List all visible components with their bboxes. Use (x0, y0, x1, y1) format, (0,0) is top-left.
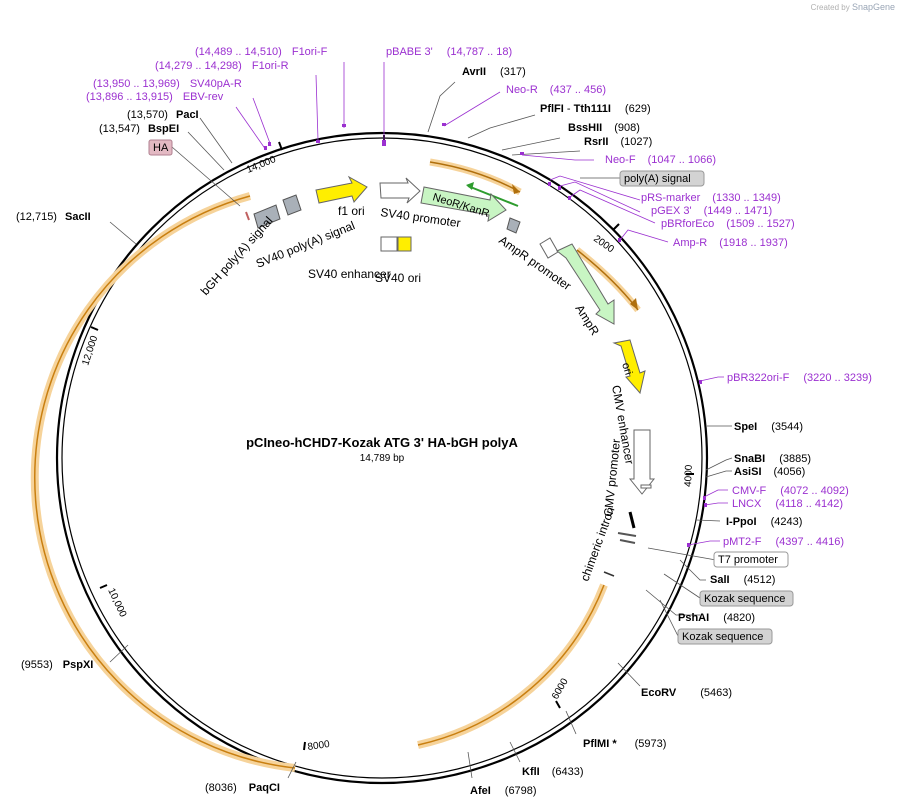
primer-cmv-f: CMV-F(4072 .. 4092) (732, 485, 849, 497)
kozak-label-2: Kozak sequence (682, 631, 763, 643)
neor-kanr-shape (420, 186, 507, 222)
intron-marker-1 (617, 532, 637, 537)
amp-arc-head (630, 298, 638, 310)
label-chimeric-intron: chimeric intron (578, 505, 618, 583)
enzyme-rsrii: RsrII(1027) (584, 136, 652, 148)
enzyme-paqci: (8036)PaqCI (205, 782, 280, 794)
enzyme-bspei: (13,547)BspEI (99, 123, 179, 135)
primer-labels: pBABE 3'(14,787 .. 18) (14,489 .. 14,510… (86, 46, 872, 548)
enzyme-sali: SalI(4512) (710, 574, 775, 586)
label-ampr-promoter: AmpR promoter (496, 233, 573, 293)
enzyme-asisi: AsiSI(4056) (734, 466, 805, 478)
bgh-polya-shape (253, 204, 281, 229)
kozak-box-2 (677, 628, 773, 645)
primer-f1ori-f: (14,489 .. 14,510)F1ori-F (195, 46, 328, 58)
enzyme-sacii: (12,715)SacII (16, 211, 91, 223)
neo-primer-shape (506, 217, 521, 234)
kozak-box-1 (699, 590, 794, 607)
neo-arc-glow (429, 158, 522, 196)
neo-green-arrow-head (466, 182, 474, 190)
enzyme-kfli: KflI(6433) (522, 766, 584, 778)
f1-ori-shape (315, 175, 368, 204)
credit: Created by SnapGene (811, 2, 895, 12)
boxed-labels: HA poly(A) signal T7 promoter Kozak sequ… (148, 139, 794, 645)
label-sv40-enhancer: SV40 enhancer (308, 267, 391, 281)
ha-label: HA (153, 142, 169, 154)
tick-label-10000: 10,000 (105, 587, 128, 620)
kozak-marker (603, 571, 615, 577)
primer-pbr322ori-f: pBR322ori-F(3220 .. 3239) (727, 372, 872, 384)
enzyme-spei: SpeI(3544) (734, 421, 803, 433)
primer-pgex3: pGEX 3'(1449 .. 1471) (651, 205, 772, 217)
primer-pbabe3: pBABE 3'(14,787 .. 18) (386, 46, 512, 58)
label-sv40-promoter: SV40 promoter (380, 205, 462, 230)
enzyme-labels: AvrII(317) PflFI - Tth111I(629) BssHII(9… (16, 66, 811, 797)
enzyme-pflfi-tth111i: PflFI - Tth111I(629) (540, 103, 651, 115)
ha-marker (245, 211, 250, 221)
primer-pbrforeco: pBRforEco(1509 .. 1527) (661, 218, 795, 230)
primer-ebv-rev: (13,896 .. 13,915)EBV-rev (86, 91, 224, 103)
enzyme-pshai: PshAI(4820) (678, 612, 755, 624)
credit-prefix: Created by (810, 3, 850, 12)
backbone-inner (61, 137, 703, 779)
sv40-promoter-shape (379, 177, 421, 204)
ampr-shape (556, 243, 615, 325)
feature-shapes (245, 175, 656, 577)
ampr-promoter-shape (539, 237, 559, 259)
polya-signal-box (619, 170, 705, 187)
primer-prs-marker: pRS-marker(1330 .. 1349) (641, 192, 781, 204)
t7-promoter-label: T7 promoter (718, 554, 778, 566)
t7-promoter-box (713, 551, 789, 568)
hchd7-orf-arc (34, 195, 296, 769)
plasmid-name: pCIneo-hCHD7-Kozak ATG 3' HA-bGH polyA (246, 435, 518, 450)
primer-neo-f: Neo-F(1047 .. 1066) (605, 154, 716, 166)
tick-label-12000: 12,000 (80, 334, 100, 367)
enzyme-paci: (13,570)PacI (127, 109, 199, 121)
label-ampr: AmpR (572, 302, 602, 338)
backbone-outer (55, 131, 709, 785)
tick-label-4000: 4000 (683, 464, 695, 487)
enzyme-afei: AfeI(6798) (470, 785, 537, 797)
hchd7-orf-arc-glow (30, 192, 296, 772)
ha-box (148, 139, 173, 156)
t7-marker (628, 511, 636, 529)
primer-ticks (264, 123, 707, 547)
enzyme-pflmi: PflMI *(5973) (583, 738, 666, 750)
label-f1-ori: f1 ori (338, 204, 365, 218)
primer-neo-r: Neo-R(437 .. 456) (506, 84, 606, 96)
sv40-enhancer-shape (380, 236, 398, 252)
label-sv40-ori: SV40 ori (375, 271, 421, 285)
neo-arc (429, 161, 521, 193)
orf-arc-bottom-glow (417, 583, 608, 749)
label-ori: ori (619, 361, 634, 376)
primer-lncx: LNCX(4118 .. 4142) (732, 498, 843, 510)
kozak-label-1: Kozak sequence (704, 593, 785, 605)
cmv-promoter-shape (640, 484, 652, 489)
enzyme-ecorv: EcoRV(5463) (641, 687, 732, 699)
tick-label-8000: 8000 (307, 739, 331, 753)
snapgene-logo: SnapGene (851, 2, 895, 12)
primer-f1ori-r: (14,279 .. 14,298)F1ori-R (155, 60, 289, 72)
sv40-polya-shape (282, 194, 302, 216)
ori-shape (612, 339, 646, 395)
enzyme-pspxi: (9553)PspXI (21, 659, 93, 671)
tick-label-6000: 6000 (550, 676, 571, 701)
enzyme-avrii: AvrII(317) (462, 66, 526, 78)
primer-pmt2-f: pMT2-F(4397 .. 4416) (723, 536, 844, 548)
plasmid-size: 14,789 bp (360, 453, 405, 464)
primer-amp-r: Amp-R(1918 .. 1937) (673, 237, 788, 249)
intron-marker-2 (619, 539, 636, 544)
enzyme-snabi: SnaBI(3885) (734, 453, 811, 465)
neo-arc-head (512, 184, 520, 194)
enzyme-i-ppoi: I-PpoI(4243) (726, 516, 802, 528)
primer-leaders (235, 62, 728, 546)
enzyme-bsshii: BssHII(908) (568, 122, 640, 134)
primer-sv40pa-r: (13,950 .. 13,969)SV40pA-R (93, 78, 242, 90)
polya-signal-label: poly(A) signal (624, 173, 691, 185)
sv40-ori-shape (397, 236, 412, 252)
enzyme-leaders (109, 81, 733, 779)
orf-arc-bottom (417, 584, 605, 746)
